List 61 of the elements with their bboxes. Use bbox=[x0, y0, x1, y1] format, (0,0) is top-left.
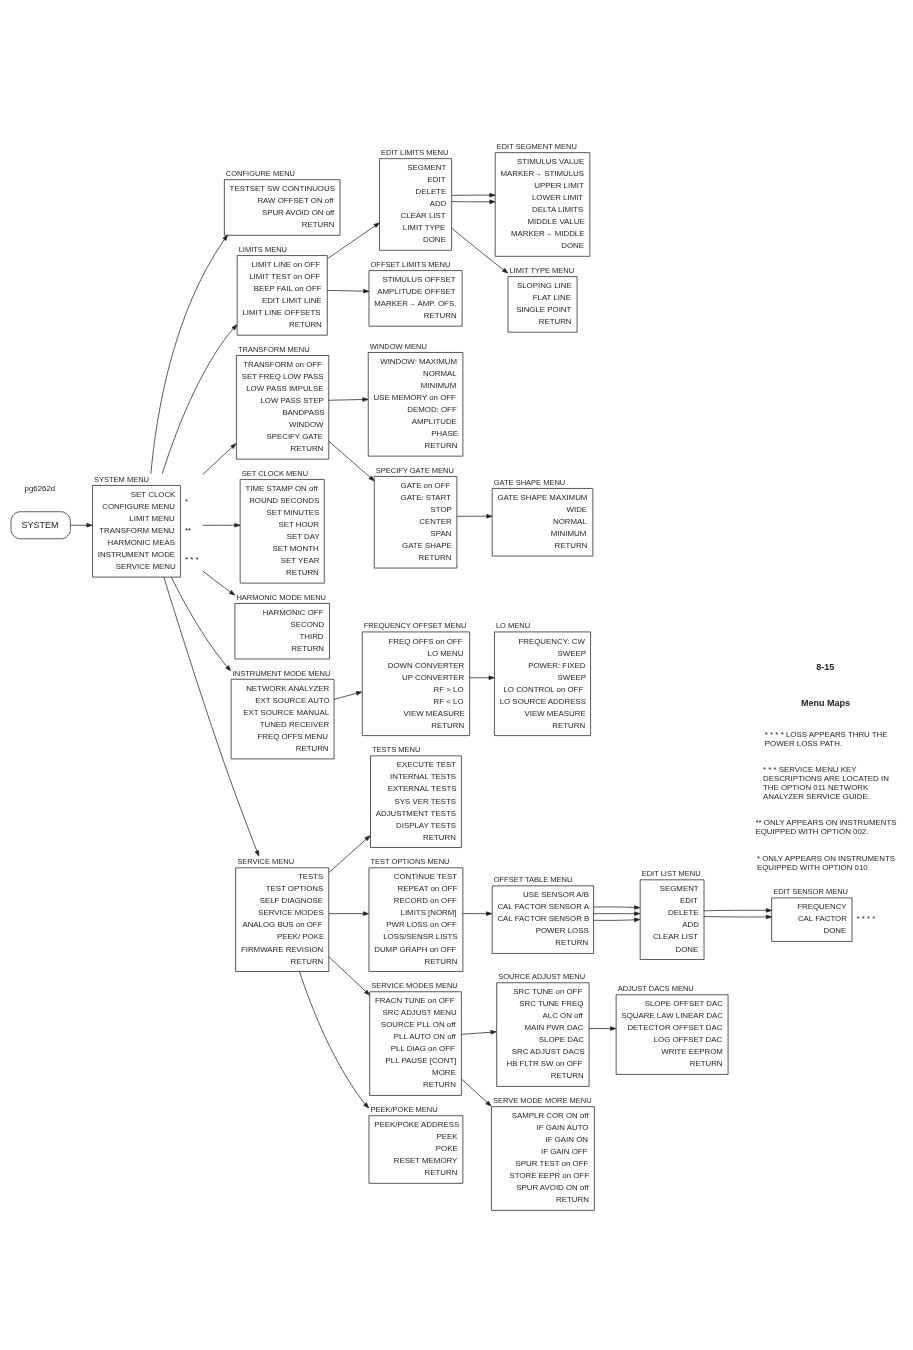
arrow bbox=[163, 575, 260, 856]
arrow bbox=[298, 970, 369, 1108]
node-label: SERVE MODE MORE MENU bbox=[492, 1095, 592, 1105]
arrow bbox=[328, 440, 375, 481]
arrow bbox=[170, 576, 232, 671]
arrow bbox=[161, 323, 238, 474]
node-label: LIMITS MENU bbox=[238, 244, 287, 254]
arrow bbox=[70, 522, 93, 527]
node-label: ADJUST DACS MENU bbox=[617, 983, 694, 993]
arrow bbox=[451, 192, 496, 197]
arrow bbox=[202, 522, 241, 527]
arrow bbox=[451, 199, 496, 204]
arrow bbox=[328, 910, 369, 916]
arrow bbox=[456, 513, 493, 518]
arrow bbox=[328, 956, 370, 995]
node-label: HARMONIC MODE MENU bbox=[236, 592, 326, 602]
node-box: SYSTEM bbox=[10, 510, 71, 539]
node-label: WINDOW MENU bbox=[369, 341, 427, 351]
arrow bbox=[588, 1025, 617, 1031]
arrow bbox=[703, 914, 772, 919]
node-label: INSTRUMENT MODE MENU bbox=[232, 668, 331, 677]
arrow bbox=[333, 690, 362, 700]
arrow bbox=[461, 1078, 492, 1106]
node-label: TESTS MENU bbox=[371, 744, 421, 754]
node-label: OFFSET LIMITS MENU bbox=[370, 259, 451, 269]
node-label: SERVICE MODES MENU bbox=[371, 980, 458, 990]
node-label: EDIT LIMITS MENU bbox=[381, 147, 449, 157]
node-label: SYSTEM MENU bbox=[94, 474, 150, 484]
node-label: LO MENU bbox=[495, 620, 531, 630]
node-label: TEST OPTIONS MENU bbox=[370, 856, 450, 866]
node-label: EDIT SENSOR MENU bbox=[773, 886, 849, 896]
arrow bbox=[703, 907, 772, 913]
label: 8-15 bbox=[816, 661, 835, 672]
node-label: SERVICE MENU bbox=[237, 856, 295, 866]
node-label: EDIT SEGMENT MENU bbox=[496, 141, 577, 151]
arrow bbox=[461, 1029, 497, 1035]
node-label: SET CLOCK MENU bbox=[241, 468, 309, 478]
arrow bbox=[327, 222, 380, 259]
node-label: SOURCE ADJUST MENU bbox=[498, 971, 586, 981]
arrow bbox=[462, 910, 493, 916]
arrow bbox=[593, 917, 641, 922]
arrow bbox=[593, 910, 641, 916]
arrow bbox=[469, 675, 495, 680]
arrow bbox=[202, 570, 236, 595]
arrow bbox=[202, 442, 237, 475]
node-label: GATE SHAPE MENU bbox=[493, 477, 566, 487]
node-label: OFFSET TABLE MENU bbox=[493, 874, 573, 884]
arrow bbox=[451, 227, 509, 273]
arrow bbox=[593, 904, 641, 910]
node-label: EDIT LIST MENU bbox=[641, 868, 701, 878]
arrow bbox=[328, 834, 371, 873]
arrow bbox=[150, 234, 228, 474]
node-label: CONFIGURE MENU bbox=[225, 168, 296, 178]
node-label: TRANSFORM MENU bbox=[237, 344, 310, 354]
label: Menu Maps bbox=[800, 697, 850, 708]
node-label: FREQUENCY OFFSET MENU bbox=[363, 620, 467, 630]
node-label: LIMIT TYPE MENU bbox=[509, 265, 575, 275]
node-label: SPECIFY GATE MENU bbox=[375, 465, 454, 475]
arrow bbox=[327, 288, 370, 293]
arrow bbox=[328, 396, 369, 402]
node-label: PEEK/POKE MENU bbox=[370, 1104, 438, 1114]
